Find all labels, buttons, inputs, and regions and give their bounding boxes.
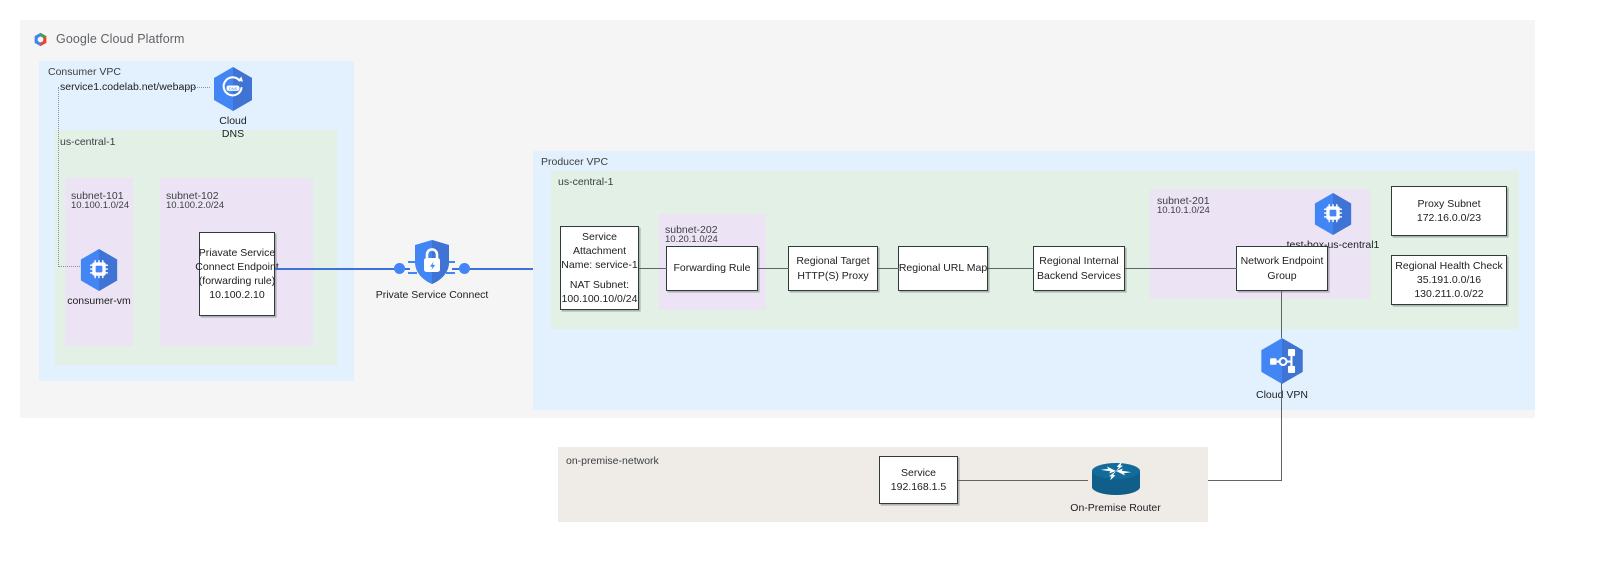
connector-urlmap-to-backend <box>988 268 1034 270</box>
subnet-102-cidr: 10.100.2.0/24 <box>166 200 225 211</box>
service-attachment-line5: 100.100.10/0/24 <box>561 292 638 305</box>
dns-record-label: service1.codelab.net/webapp <box>60 81 197 93</box>
proxy-subnet-line1: Proxy Subnet <box>1417 197 1481 210</box>
gcp-brand-text: Google Cloud Platform <box>56 32 185 46</box>
private-service-connect-caption: Private Service Connect <box>375 289 489 301</box>
cloud-dns-caption: Cloud DNS <box>219 115 247 141</box>
connector-vpn-to-onprem-vertical <box>1281 383 1283 481</box>
subnet-202-cidr: 10.20.1.0/24 <box>665 234 718 245</box>
subnet-101-name: subnet-101 <box>71 190 124 202</box>
regional-url-map-line1: Regional URL Map <box>898 262 988 275</box>
forwarding-rule-box[interactable]: Forwarding Rule <box>666 246 758 291</box>
consumer-region-label: us-central-1 <box>60 136 116 148</box>
dns-path-to-cloud-dns <box>180 87 210 88</box>
compute-engine-vm-icon <box>79 248 119 292</box>
network-endpoint-group-box[interactable]: Network Endpoint Group <box>1236 246 1328 291</box>
psc-dash-r2 <box>446 272 455 274</box>
gcp-brand: Google Cloud Platform <box>32 28 332 50</box>
service-attachment-line4: NAT Subnet: <box>569 278 630 291</box>
regional-health-check-box[interactable]: Regional Health Check 35.191.0.0/16 130.… <box>1391 255 1507 305</box>
on-premise-service-box[interactable]: Service 192.168.1.5 <box>879 456 958 504</box>
on-premise-router-icon <box>1087 459 1145 499</box>
regional-backend-services-box[interactable]: Regional Internal Backend Services <box>1033 246 1125 291</box>
psc-endpoint-line2: Connect Endpoint <box>195 260 279 273</box>
on-premise-network-label: on-premise-network <box>566 455 659 467</box>
test-box-node[interactable]: test-box-us-central1 <box>1287 192 1379 252</box>
subnet-102-name: subnet-102 <box>166 190 219 202</box>
regional-url-map-box[interactable]: Regional URL Map <box>898 246 988 291</box>
subnet-101-cidr: 10.100.1.0/24 <box>71 200 130 211</box>
compute-engine-vm-icon <box>1313 192 1353 236</box>
psc-endpoint-line1: Priavate Service <box>198 246 276 259</box>
subnet-202-name: subnet-202 <box>665 224 718 236</box>
psc-dot-right <box>459 263 470 274</box>
producer-region-label: us-central-1 <box>558 176 614 188</box>
dns-path-to-vm <box>58 266 88 267</box>
on-premise-router-node[interactable]: On-Premise Router <box>1070 459 1161 515</box>
subnet-201-name: subnet-201 <box>1157 195 1210 207</box>
proxy-subnet-line2: 172.16.0.0/23 <box>1416 212 1482 224</box>
producer-vpc-label: Producer VPC <box>541 156 609 168</box>
consumer-vpc-label: Consumer VPC <box>48 66 121 78</box>
psc-dash-l2 <box>408 272 417 274</box>
connector-proxy-to-urlmap <box>878 268 899 270</box>
regional-backend-line2: Backend Services <box>1036 269 1122 282</box>
private-service-connect-endpoint-box[interactable]: Priavate Service Connect Endpoint (forwa… <box>195 232 279 316</box>
psc-endpoint-line3: (forwarding rule) <box>198 275 276 287</box>
private-service-connect-shield-lock-icon <box>412 238 452 286</box>
google-cloud-hexagon-logo-icon <box>32 31 49 48</box>
psc-dash-r1 <box>446 261 455 263</box>
connector-neg-to-vpn <box>1281 291 1283 338</box>
neg-line1: Network Endpoint <box>1240 255 1324 268</box>
regional-target-proxy-box[interactable]: Regional Target HTTP(S) Proxy <box>788 246 878 291</box>
connector-sa-to-fr <box>639 268 667 270</box>
health-check-line3: 130.211.0.0/22 <box>1414 288 1484 301</box>
cloud-dns-node[interactable]: DNS Cloud DNS <box>205 66 261 141</box>
psc-link-left <box>275 268 410 270</box>
connector-vpn-to-onprem-horizontal <box>1140 480 1282 482</box>
cloud-dns-icon: DNS <box>212 66 254 112</box>
health-check-line1: Regional Health Check <box>1395 259 1503 272</box>
service-attachment-line3: Name: service-1 <box>561 259 638 272</box>
regional-target-proxy-line2: HTTP(S) Proxy <box>797 269 869 282</box>
connector-fr-to-proxy <box>758 268 789 270</box>
subnet-201-cidr: 10.10.1.0/24 <box>1157 205 1210 216</box>
cloud-vpn-icon <box>1254 336 1310 386</box>
connector-backend-to-neg <box>1125 268 1237 270</box>
service-attachment-line1: Service <box>581 231 617 243</box>
consumer-vm-caption: consumer-vm <box>67 295 131 307</box>
service-attachment-box[interactable]: Service Attachment Name: service-1 NAT S… <box>560 226 639 310</box>
regional-backend-line1: Regional Internal <box>1039 255 1119 268</box>
psc-endpoint-line4: 10.100.2.10 <box>209 289 265 302</box>
health-check-line2: 35.191.0.0/16 <box>1416 273 1482 286</box>
regional-target-proxy-line1: Regional Target <box>796 255 870 268</box>
psc-dash-l1 <box>408 261 417 263</box>
forwarding-rule-label: Forwarding Rule <box>673 262 751 275</box>
private-service-connect-node[interactable]: Private Service Connect <box>376 238 488 302</box>
connector-service-to-router <box>958 480 1088 482</box>
on-premise-service-line2: 192.168.1.5 <box>890 481 947 493</box>
on-premise-service-line1: Service <box>900 466 936 479</box>
service-attachment-line2: Attachment <box>572 245 627 258</box>
dns-path-vertical <box>58 87 59 267</box>
consumer-vm-node[interactable]: consumer-vm <box>67 248 131 308</box>
on-premise-router-caption: On-Premise Router <box>1070 502 1161 514</box>
svg-text:DNS: DNS <box>229 86 238 91</box>
psc-link-right <box>452 268 560 270</box>
neg-line2: Group <box>1267 269 1297 282</box>
proxy-subnet-box[interactable]: Proxy Subnet 172.16.0.0/23 <box>1391 186 1507 236</box>
psc-dot-left <box>394 263 405 274</box>
